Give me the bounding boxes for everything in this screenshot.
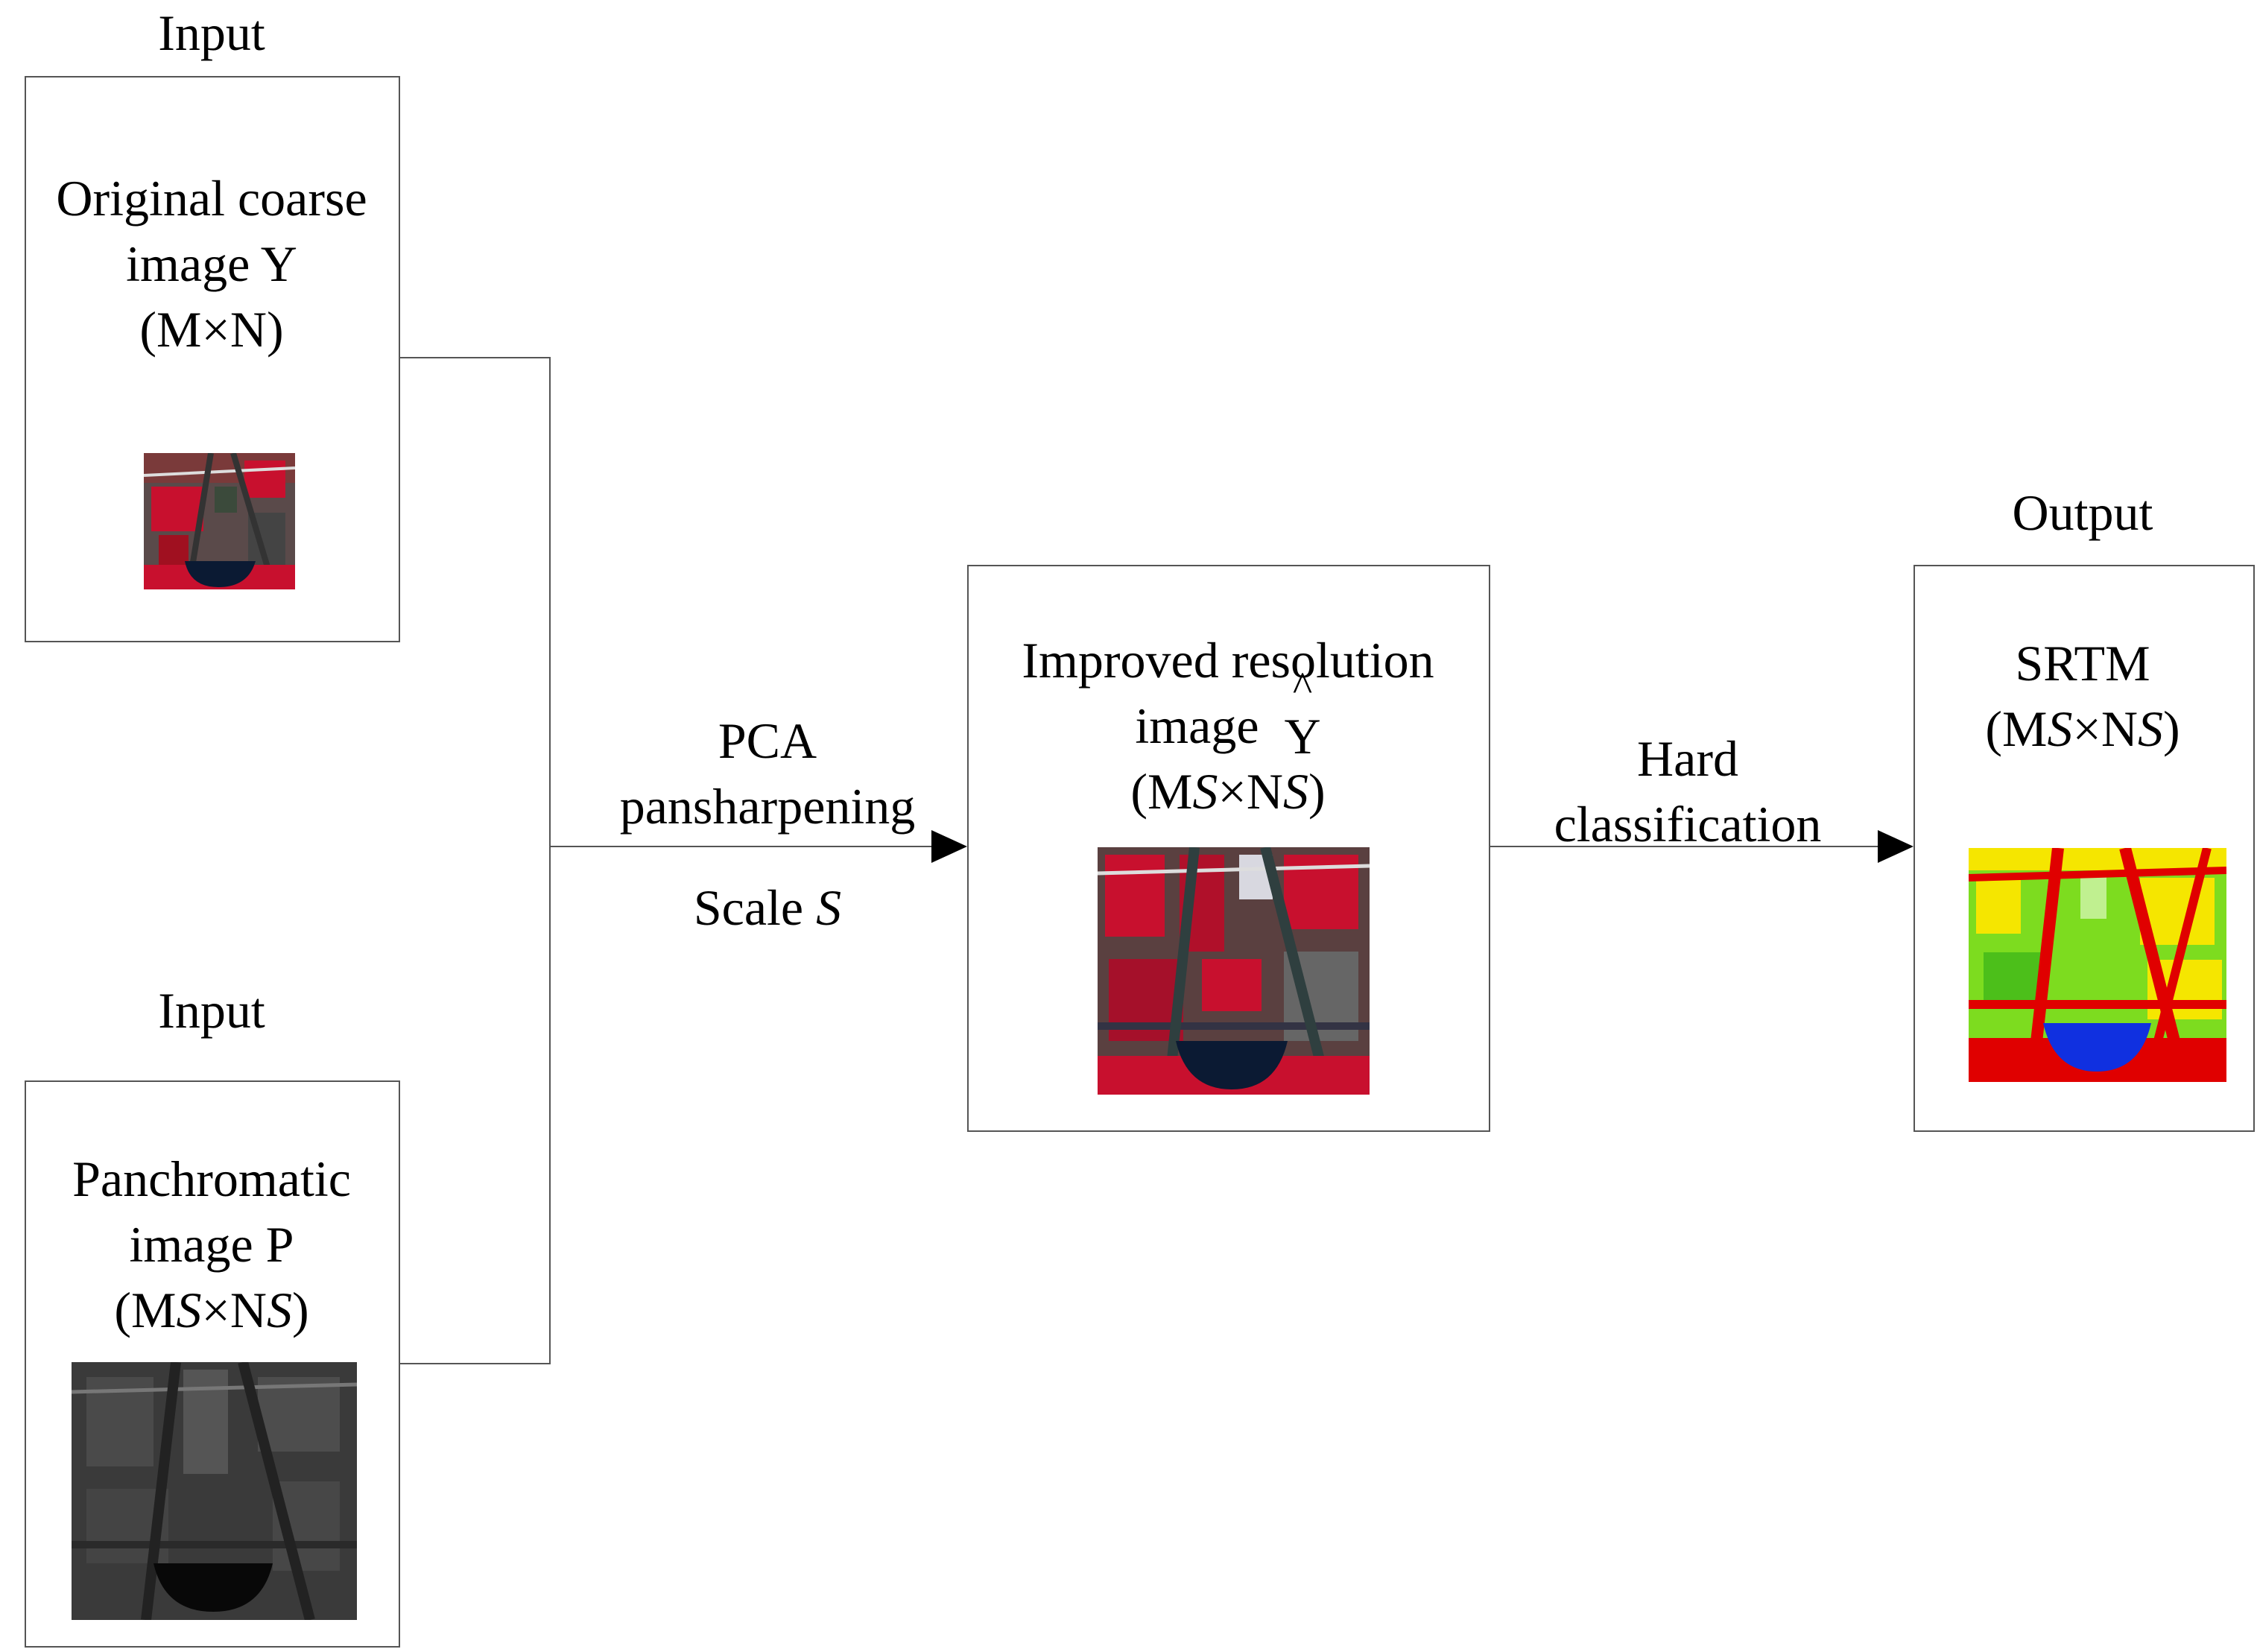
coarse-input-heading: Input — [158, 4, 265, 61]
connector-coarse-input — [399, 357, 551, 846]
y-hat-symbol: ^ — [1292, 664, 1313, 710]
coarse-image-thumbnail — [144, 453, 295, 589]
output-heading: Output — [2012, 484, 2153, 541]
pan-input-heading: Input — [158, 982, 265, 1039]
improved-image-title: Improved resolution — [1022, 632, 1434, 689]
hard-label: Hard — [1637, 730, 1738, 787]
coarse-image-name: image Y — [126, 235, 297, 292]
srtm-dims: (MS×NS) — [1985, 700, 2180, 757]
pan-image-thumbnail — [72, 1362, 357, 1620]
scale-label: Scale S — [693, 879, 842, 936]
connector-pan-input — [399, 846, 551, 1364]
classification-label: classification — [1554, 796, 1822, 852]
pca-label: PCA — [718, 712, 817, 769]
arrowhead-classification — [1878, 830, 1913, 863]
pan-image-dims: (MS×NS) — [114, 1282, 309, 1338]
pansharpening-label: pansharpening — [619, 778, 916, 835]
srtm-map-thumbnail — [1969, 848, 2226, 1082]
pan-image-title: Panchromatic — [72, 1151, 351, 1207]
coarse-image-title: Original coarse — [56, 170, 367, 227]
srtm-title: SRTM — [2015, 635, 2150, 692]
coarse-image-dims: (M×N) — [139, 301, 284, 358]
improved-image-name: image ^Y — [967, 664, 1489, 765]
improved-image-dims: (MS×NS) — [1130, 763, 1326, 820]
arrowhead-pansharpening — [931, 830, 967, 863]
pan-image-name: image P — [129, 1216, 294, 1273]
improved-image-thumbnail — [1098, 847, 1370, 1095]
